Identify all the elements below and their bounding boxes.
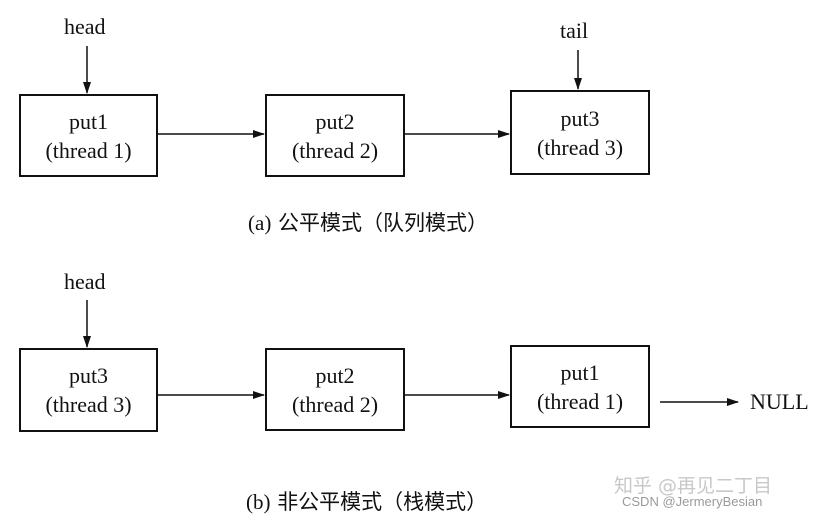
tail-label-a: tail	[560, 18, 589, 43]
node-thread-label: (thread 3)	[45, 392, 132, 417]
caption-letter: (b)	[246, 490, 271, 514]
node-put-label: put3	[68, 363, 109, 388]
queue-node-3: put3 (thread 3)	[510, 90, 650, 175]
node-put-label: put1	[68, 108, 109, 134]
zhihu-watermark: 知乎 @再见二丁目	[614, 475, 773, 497]
csdn-watermark: CSDN @JermeryBesian	[622, 494, 763, 509]
node-thread-label: (thread 1)	[536, 388, 624, 414]
caption-text: 非公平模式（栈模式）	[277, 490, 488, 514]
null-label: NULL	[750, 389, 809, 414]
node-put-label: put1	[560, 359, 600, 385]
head-label-a: head	[64, 14, 106, 39]
stack-node-3: put1 (thread 1)	[510, 345, 650, 428]
node-thread-label: (thread 2)	[291, 391, 379, 417]
node-put-label: put2	[315, 362, 355, 388]
stack-node-2: put2 (thread 2)	[265, 348, 405, 431]
stack-node-1: put3 (thread 3)	[19, 348, 158, 432]
node-thread-label: (thread 2)	[291, 137, 379, 163]
caption-b: (b) 非公平模式（栈模式）	[246, 486, 487, 516]
head-label-b: head	[64, 269, 106, 294]
node-thread-label: (thread 1)	[45, 137, 132, 163]
caption-a: (a) 公平模式（队列模式）	[248, 207, 488, 237]
node-put-label: put3	[560, 105, 600, 131]
caption-text: 公平模式（队列模式）	[278, 211, 488, 235]
queue-node-1: put1 (thread 1)	[19, 94, 158, 177]
queue-node-2: put2 (thread 2)	[265, 94, 405, 177]
node-put-label: put2	[315, 108, 355, 134]
node-thread-label: (thread 3)	[536, 134, 624, 160]
caption-letter: (a)	[248, 211, 272, 235]
